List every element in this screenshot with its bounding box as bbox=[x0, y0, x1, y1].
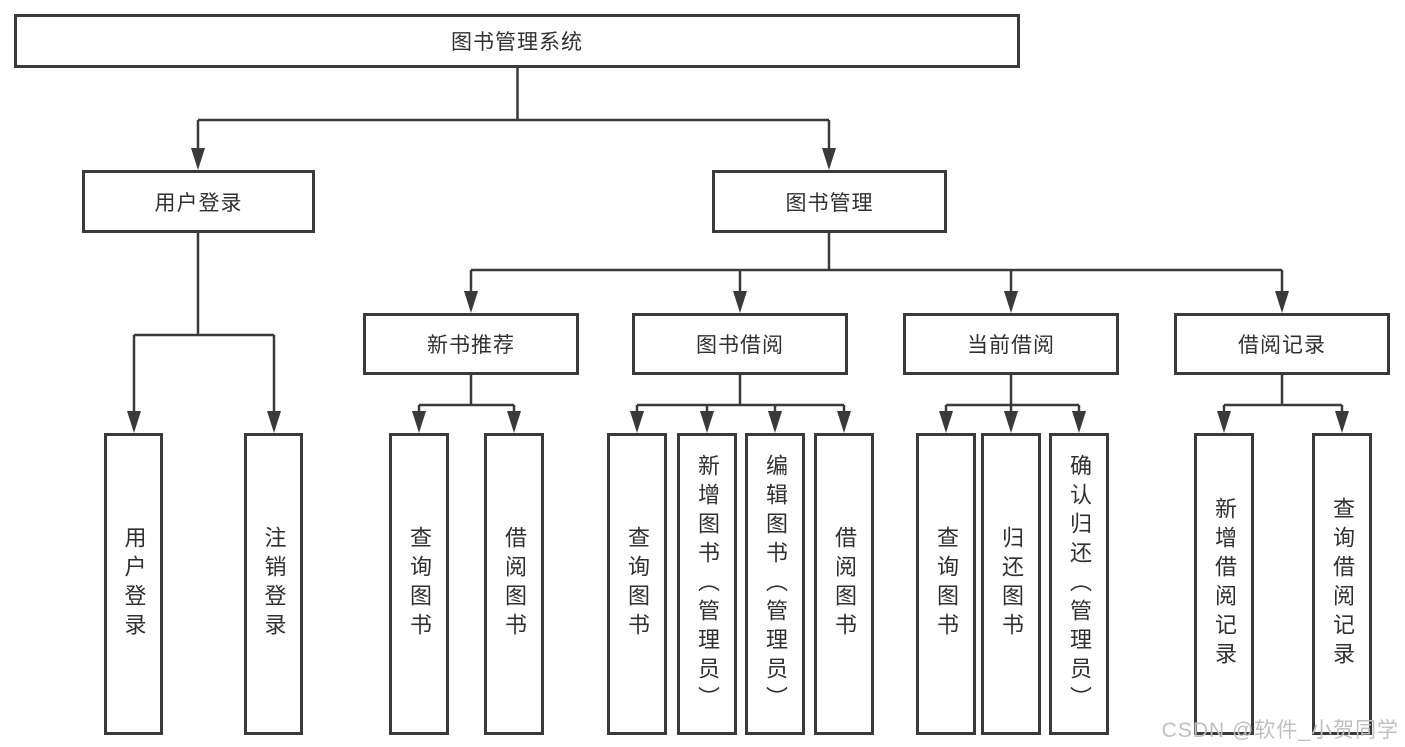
leaf-query-books-1: 查询图书 bbox=[389, 433, 449, 735]
watermark: CSDN @软件_小贺同学 bbox=[1161, 719, 1399, 742]
leaf-add-books-admin: 新增图书（管理员） bbox=[677, 433, 737, 735]
arrowhead bbox=[1004, 291, 1018, 313]
arrowhead bbox=[412, 411, 426, 433]
node-book-management: 图书管理 bbox=[712, 170, 947, 233]
leaf-logout: 注销登录 bbox=[244, 433, 303, 735]
connector-current bbox=[944, 375, 1081, 413]
node-current-borrow-label: 当前借阅 bbox=[967, 334, 1055, 357]
node-borrow-records: 借阅记录 bbox=[1174, 313, 1390, 375]
leaf-confirm-return-admin: 确认归还（管理员） bbox=[1049, 433, 1109, 735]
arrowhead bbox=[1004, 411, 1018, 433]
leaf-query-borrow-record-label: 查询借阅记录 bbox=[1330, 497, 1355, 671]
node-root-label: 图书管理系统 bbox=[451, 31, 583, 54]
node-borrow-records-label: 借阅记录 bbox=[1238, 334, 1326, 357]
node-new-book-recommend: 新书推荐 bbox=[363, 313, 579, 375]
arrowhead bbox=[1217, 411, 1231, 433]
node-current-borrow: 当前借阅 bbox=[903, 313, 1119, 375]
arrowhead bbox=[733, 291, 747, 313]
leaf-query-books-3: 查询图书 bbox=[916, 433, 976, 735]
arrowhead bbox=[700, 411, 714, 433]
connector-records bbox=[1222, 375, 1344, 413]
leaf-query-borrow-record: 查询借阅记录 bbox=[1312, 433, 1372, 735]
leaf-return-books: 归还图书 bbox=[981, 433, 1041, 735]
connector-book-management bbox=[469, 233, 1284, 293]
leaf-return-books-label: 归还图书 bbox=[999, 526, 1024, 642]
connector-borrow bbox=[635, 375, 846, 413]
node-root: 图书管理系统 bbox=[14, 14, 1020, 68]
arrowhead bbox=[1072, 411, 1086, 433]
leaf-user-login: 用户登录 bbox=[104, 433, 163, 735]
leaf-user-login-label: 用户登录 bbox=[121, 526, 147, 642]
leaf-borrow-books-1-label: 借阅图书 bbox=[502, 526, 527, 642]
arrowhead bbox=[939, 411, 953, 433]
arrowhead bbox=[191, 148, 205, 170]
leaf-borrow-books-1: 借阅图书 bbox=[484, 433, 544, 735]
arrowhead bbox=[822, 148, 836, 170]
arrowhead bbox=[630, 411, 644, 433]
node-user-login: 用户登录 bbox=[82, 170, 315, 233]
connector-root bbox=[196, 68, 831, 150]
connector-new-book bbox=[417, 375, 516, 413]
leaf-add-borrow-record-label: 新增借阅记录 bbox=[1212, 497, 1237, 671]
arrowhead bbox=[464, 291, 478, 313]
node-new-book-recommend-label: 新书推荐 bbox=[427, 334, 515, 357]
leaf-borrow-books-2-label: 借阅图书 bbox=[832, 526, 857, 642]
leaf-query-books-3-label: 查询图书 bbox=[934, 526, 959, 642]
leaf-add-borrow-record: 新增借阅记录 bbox=[1194, 433, 1254, 735]
leaf-borrow-books-2: 借阅图书 bbox=[814, 433, 874, 735]
arrowhead bbox=[1275, 291, 1289, 313]
arrowhead bbox=[127, 411, 141, 433]
arrowhead bbox=[507, 411, 521, 433]
arrowhead bbox=[267, 411, 281, 433]
connector-user-login bbox=[132, 233, 276, 413]
leaf-add-books-admin-label: 新增图书（管理员） bbox=[695, 453, 720, 715]
leaf-query-books-2-label: 查询图书 bbox=[625, 526, 650, 642]
leaf-edit-books-admin: 编辑图书（管理员） bbox=[745, 433, 805, 735]
node-book-borrow-label: 图书借阅 bbox=[696, 334, 784, 357]
arrowhead bbox=[768, 411, 782, 433]
leaf-edit-books-admin-label: 编辑图书（管理员） bbox=[763, 453, 788, 715]
arrowhead bbox=[837, 411, 851, 433]
node-book-borrow: 图书借阅 bbox=[632, 313, 848, 375]
leaf-logout-label: 注销登录 bbox=[261, 526, 287, 642]
node-user-login-label: 用户登录 bbox=[154, 191, 243, 215]
leaf-query-books-1-label: 查询图书 bbox=[407, 526, 432, 642]
leaf-query-books-2: 查询图书 bbox=[607, 433, 667, 735]
node-book-management-label: 图书管理 bbox=[785, 191, 874, 215]
leaf-confirm-return-admin-label: 确认归还（管理员） bbox=[1067, 453, 1092, 715]
arrowhead bbox=[1335, 411, 1349, 433]
